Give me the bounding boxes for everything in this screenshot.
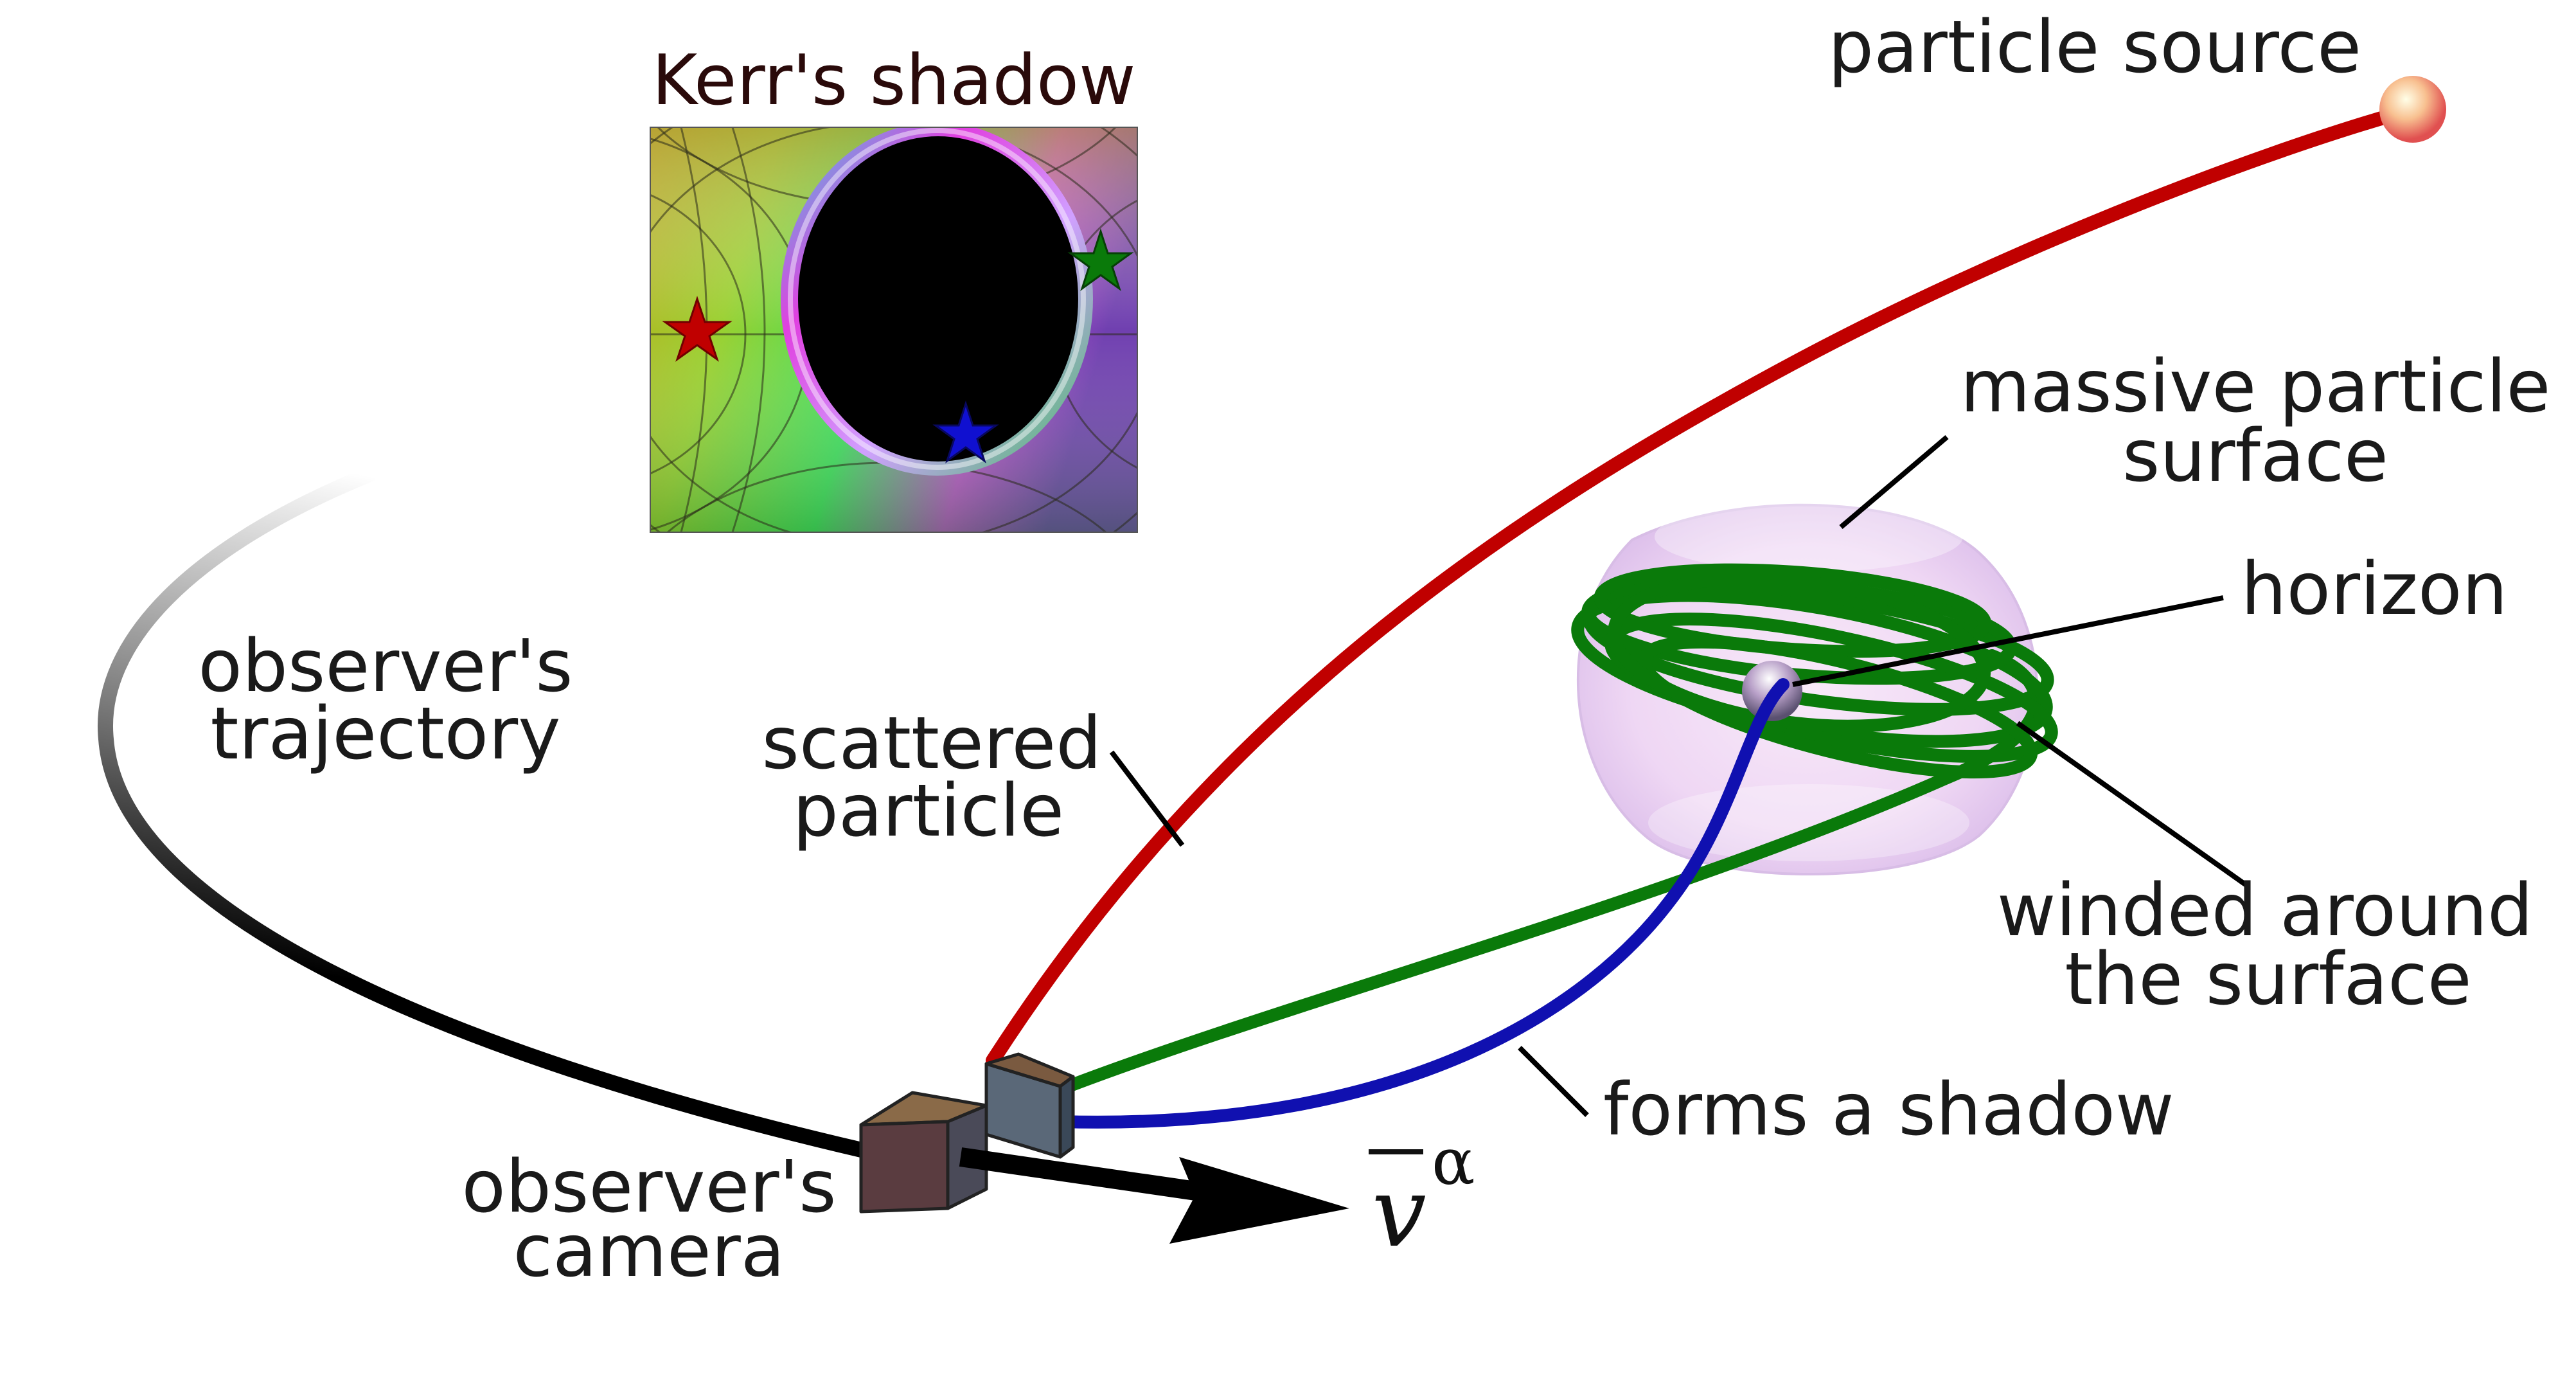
shadow-particle-trajectory [1054,678,1790,1129]
velocity-index: α [1432,1124,1475,1199]
leader-winded [2016,721,2251,890]
red-star-marker [662,296,733,362]
observer-camera [859,1052,1075,1214]
observer-trajectory-label-line2: trajectory [211,692,561,776]
inset-title: Kerr's shadow [652,40,1136,121]
horizon-label: horizon [2241,548,2508,631]
green-star-marker [1067,228,1134,291]
particle-source-sphere [2379,76,2446,143]
massive-surface-label-line2: surface [2122,415,2388,498]
scattered-particle-label-line1: scattered [762,702,1102,785]
velocity-label: v α [1369,1124,1475,1269]
leader-massive-surface [1839,435,1949,530]
scattered-particle-label-line2: particle [793,769,1064,853]
leader-scattered [1109,750,1185,847]
observer-trajectory-curve [98,467,872,1158]
velocity-symbol: v [1372,1157,1426,1269]
massive-surface-label-line1: massive particle [1960,345,2551,429]
kerr-shadow-inset: Kerr's shadow [650,40,1138,533]
blue-star-marker [932,400,999,463]
scattered-particle-trajectory [986,102,2420,1068]
observer-trajectory-label-line1: observer's [198,625,573,708]
camera-lens-side [1058,1075,1075,1159]
observer-camera-label-line2: camera [513,1210,785,1293]
camera-body-front [859,1120,950,1214]
winded-label-line2: the surface [2065,938,2471,1021]
observer-camera-label-line1: observer's [461,1145,836,1229]
particle-source-label: particle source [1828,6,2361,89]
black-hole-shadow [798,136,1078,461]
winded-particle-trajectory [1054,563,2058,1096]
forms-shadow-label: forms a shadow [1603,1068,2174,1152]
leader-shadow [1518,1046,1589,1117]
leader-horizon [1792,595,2224,687]
velocity-arrow [959,1147,1349,1244]
winded-label-line1: winded around [1997,869,2533,953]
